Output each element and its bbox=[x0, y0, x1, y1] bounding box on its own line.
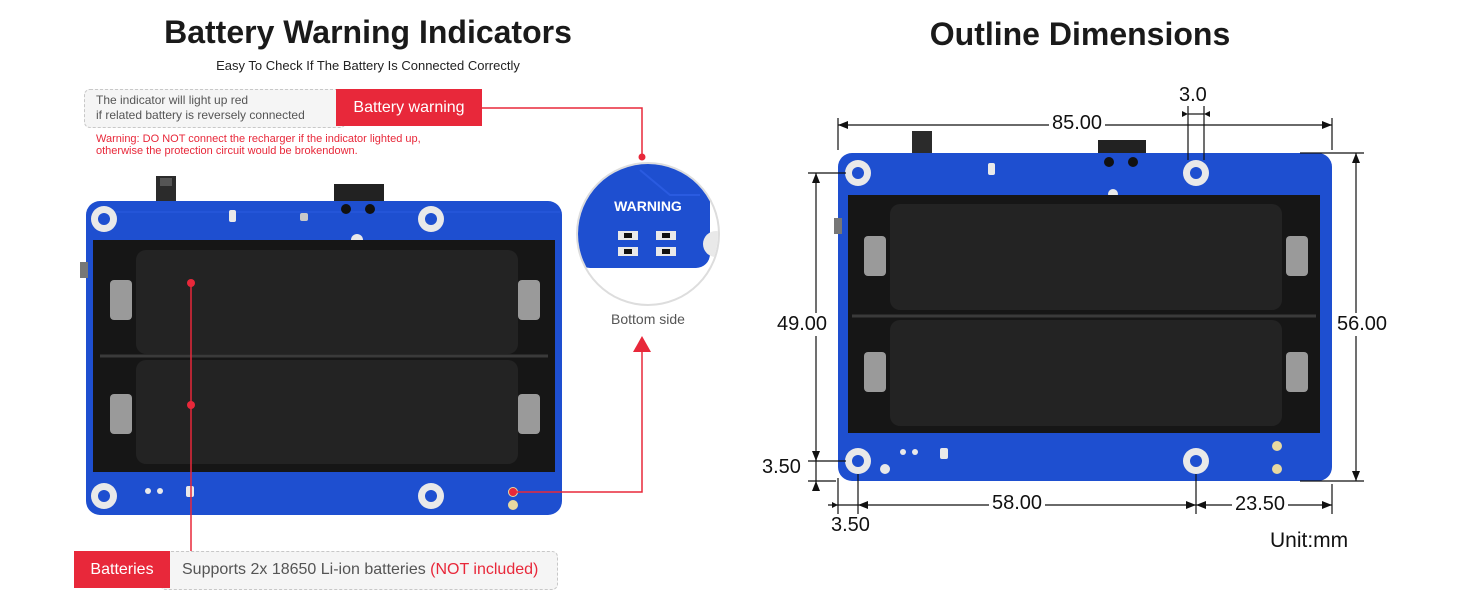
batteries-desc-highlight: (NOT included) bbox=[430, 561, 539, 578]
warning-callout-line bbox=[482, 107, 643, 156]
batteries-desc-text: Supports 2x 18650 Li-ion batteries bbox=[182, 561, 431, 578]
batteries-desc: Supports 2x 18650 Li-ion batteries (NOT … bbox=[182, 561, 538, 579]
indicator-note-box bbox=[84, 89, 346, 128]
battery-top bbox=[136, 250, 518, 354]
battery-warning-tag: Battery warning bbox=[336, 89, 482, 126]
indicator-note-line1: The indicator will light up red bbox=[96, 93, 249, 107]
dim-hole-offset-left: 3.50 bbox=[831, 514, 870, 536]
battery-bottom bbox=[136, 360, 518, 464]
led-callout-line bbox=[513, 345, 643, 493]
dim-hole-offset-bottom: 3.50 bbox=[762, 456, 801, 478]
left-title: Battery Warning Indicators bbox=[164, 14, 572, 50]
left-board-illustration bbox=[80, 107, 720, 552]
zoom-circle bbox=[578, 164, 718, 304]
dim-height-total: 56.00 bbox=[1334, 313, 1391, 336]
indicator-note-line2: if related battery is reversely connecte… bbox=[96, 108, 305, 122]
dim-hole-span-vertical: 49.00 bbox=[774, 313, 831, 336]
led-callout-arrow bbox=[633, 336, 651, 352]
mounting-holes bbox=[91, 206, 444, 509]
dim-hole-offset-right: 23.50 bbox=[1232, 493, 1289, 516]
dim-width-total: 85.00 bbox=[1049, 112, 1106, 135]
outline-drawing bbox=[808, 106, 1364, 514]
dim-hole-offset-top: 3.0 bbox=[1179, 84, 1207, 106]
zoom-caption: Bottom side bbox=[611, 311, 685, 327]
right-title: Outline Dimensions bbox=[929, 16, 1231, 52]
warning-callout-dot bbox=[638, 153, 646, 161]
batteries-tag: Batteries bbox=[74, 551, 170, 588]
dim-hole-span-horizontal: 58.00 bbox=[989, 492, 1046, 515]
top-connector bbox=[334, 184, 384, 202]
warning-line2: otherwise the protection circuit would b… bbox=[96, 145, 358, 157]
warning-line1: Warning: DO NOT connect the recharger if… bbox=[96, 133, 421, 145]
left-subtitle: Easy To Check If The Battery Is Connecte… bbox=[216, 58, 520, 73]
unit-label: Unit:mm bbox=[1270, 529, 1349, 552]
dimension-arrows bbox=[812, 111, 1360, 509]
zoom-warning-label: WARNING bbox=[614, 198, 682, 214]
batteries-desc-box bbox=[160, 551, 558, 590]
